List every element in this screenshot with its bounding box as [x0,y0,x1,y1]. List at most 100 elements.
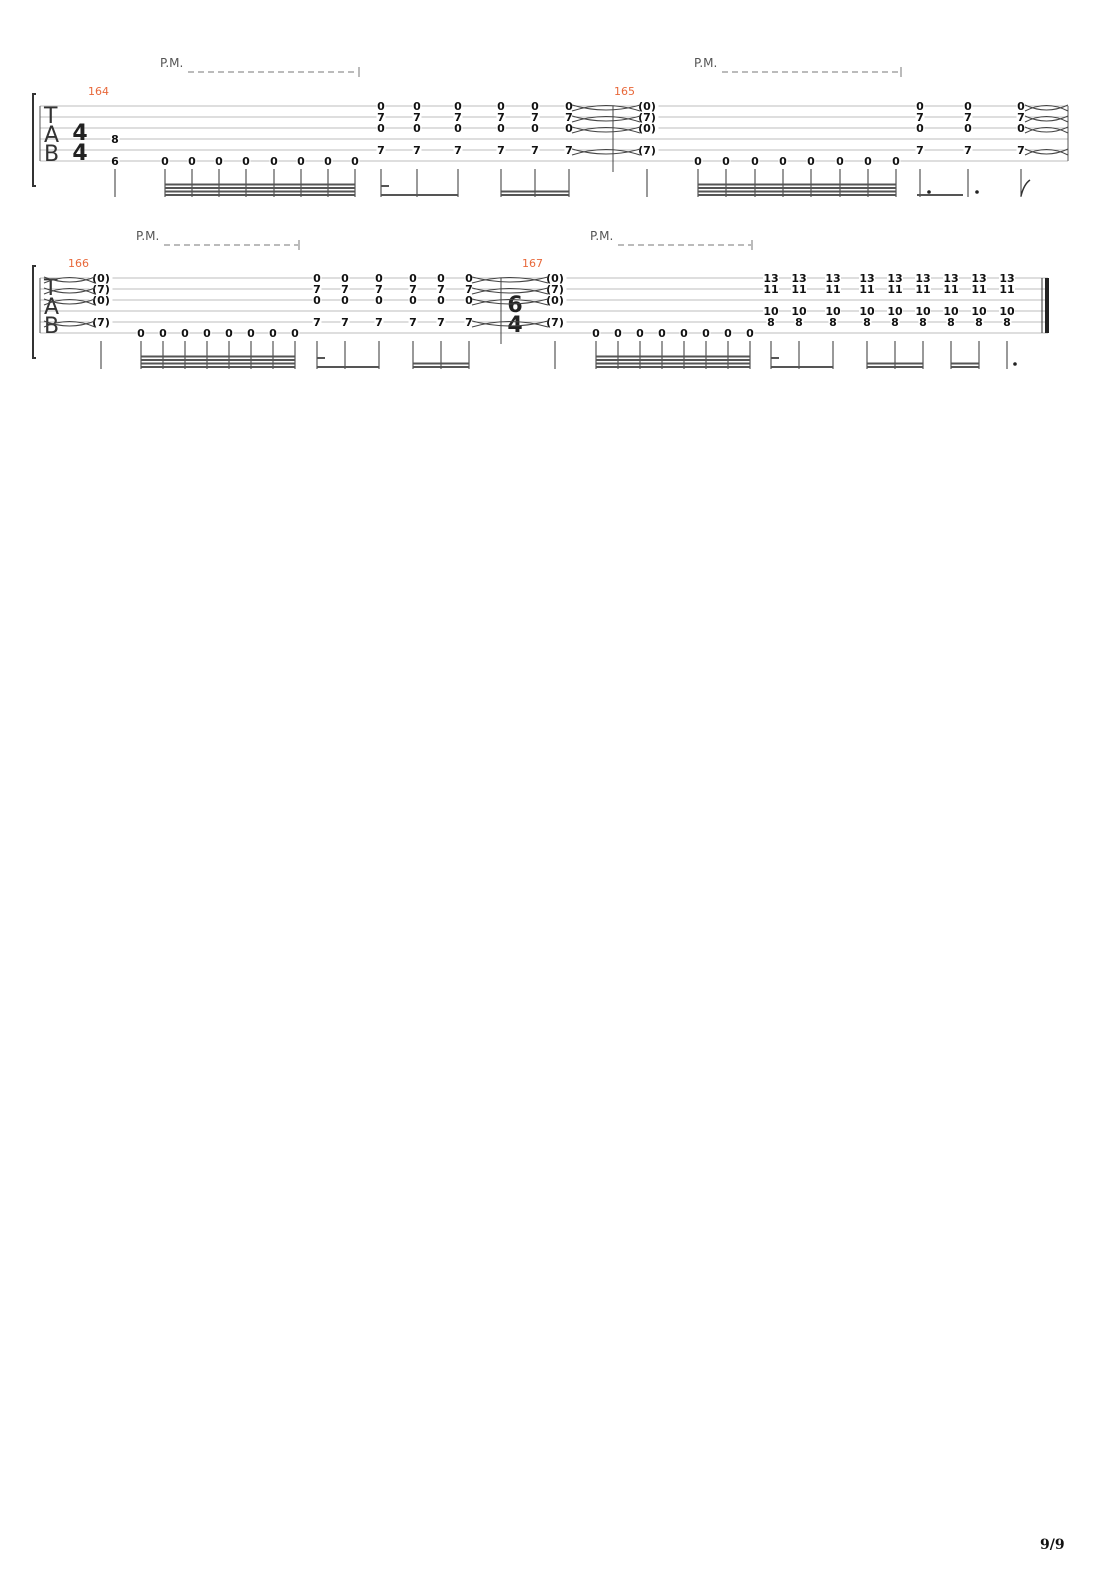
fret-bg [158,328,168,338]
fret-number: 7 [437,283,445,296]
fret-bg [374,295,384,305]
note-beam [596,359,750,361]
fret-number: 0 [916,122,924,135]
system-bracket [32,93,36,187]
note-beam [141,359,295,361]
fret-bg [1016,112,1026,122]
note-beam [698,187,896,189]
fret-number: 0 [203,327,211,340]
fret-number: 8 [947,316,955,329]
fret-bg [160,156,170,166]
fret-bg [496,112,506,122]
fret-number: 0 [454,100,462,113]
fret-number: (0) [546,272,564,285]
fret-number: 7 [465,316,473,329]
tie-arc [43,276,96,283]
fret-bg [999,306,1015,316]
tie-arc [571,105,641,112]
fret-number: (7) [546,316,564,329]
fret-bg [374,284,384,294]
final-bar-thick [1045,278,1049,333]
fret-number: 0 [531,100,539,113]
note-beam [771,366,833,368]
tab-clef-letter: B [44,314,59,339]
palm-mute-label: P.M. [160,56,183,70]
fret-number: 0 [324,155,332,168]
tie-arc [471,277,549,284]
fret-bg [464,273,474,283]
tie-arc [1024,149,1069,156]
note-beam [141,355,295,358]
fret-number: 8 [891,316,899,329]
fret-bg [412,123,422,133]
fret-number: 11 [887,283,902,296]
fret-bg [312,317,322,327]
fret-bg [136,328,146,338]
system-bracket [32,265,36,359]
fret-number: 0 [291,327,299,340]
tie-arc [1024,115,1069,122]
fret-bg [825,306,841,316]
fret-bg [943,273,959,283]
fret-bg [887,284,903,294]
fret-number: 7 [375,316,383,329]
fret-bg [340,317,350,327]
fret-bg [453,123,463,133]
tie-arc [1024,104,1069,111]
fret-number: 7 [465,283,473,296]
tie-arc [571,115,641,122]
fret-bg [376,112,386,122]
fret-bg [613,328,623,338]
fret-number: 0 [341,294,349,307]
fret-bg [835,156,845,166]
fret-bg [828,317,838,327]
tie-arc [471,298,549,305]
fret-bg [530,123,540,133]
tie-arc [471,321,549,328]
fret-number: 0 [592,327,600,340]
fret-number: 0 [188,155,196,168]
fret-number: 7 [413,111,421,124]
fret-bg [999,284,1015,294]
fret-number: 8 [919,316,927,329]
fret-number: 0 [413,100,421,113]
fret-number: 7 [531,144,539,157]
note-beam [698,194,896,196]
fret-number: 0 [269,327,277,340]
fret-number: 0 [746,327,754,340]
fret-bg [915,306,931,316]
fret-number: 0 [836,155,844,168]
fret-number: 0 [565,100,573,113]
fret-number: 7 [313,283,321,296]
fret-number: 13 [825,272,840,285]
fret-bg [464,317,474,327]
fret-bg [915,145,925,155]
tie-arc [1024,127,1069,134]
tie-arc [43,288,96,295]
fret-bg [963,112,973,122]
fret-number: 0 [313,272,321,285]
fret-number: (0) [638,122,656,135]
fret-number: 13 [791,272,806,285]
fret-bg [464,295,474,305]
fret-number: 0 [864,155,872,168]
fret-bg [963,101,973,111]
fret-bg [453,112,463,122]
fret-number: (0) [92,294,110,307]
fret-bg [408,317,418,327]
fret-number: 7 [409,283,417,296]
note-beam [317,366,379,368]
fret-number: 10 [971,305,987,318]
fret-bg [214,156,224,166]
fret-number: 11 [915,283,930,296]
measure-number: 164 [88,85,109,98]
tie-arc [1024,148,1069,155]
fret-bg [246,328,256,338]
fret-bg [679,328,689,338]
fret-bg [701,328,711,338]
fret-number: 8 [863,316,871,329]
fret-number: (7) [638,111,656,124]
tie-arc [471,287,549,294]
